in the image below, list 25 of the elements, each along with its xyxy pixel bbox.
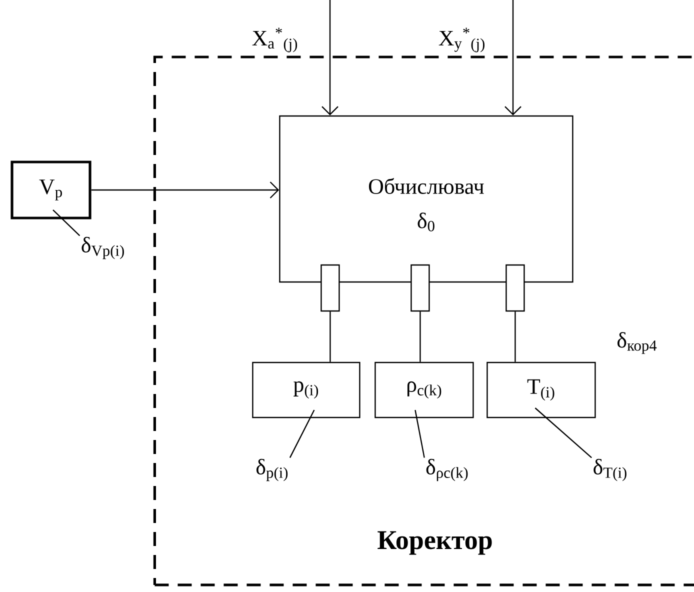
leader-line — [414, 410, 425, 458]
edge-label: X$_{a}$*(j) — [252, 28, 298, 52]
connector-line — [420, 312, 421, 362]
connector-line — [330, 312, 331, 362]
error-label: δ$_{кор4}$ — [618, 332, 657, 354]
error-label: δ$_{ρc(k)}$ — [426, 458, 468, 482]
connector-box — [320, 264, 340, 312]
arrow — [322, 0, 338, 116]
block-box: ρ$_{c(k)}$ — [374, 362, 474, 418]
error-label: δ$_{T(i)}$ — [594, 458, 626, 482]
arrow — [91, 182, 280, 198]
leader-line — [289, 410, 315, 458]
block-box: p$_{(i)}$ — [252, 362, 360, 418]
block-box: T$_{(i)}$ — [486, 362, 596, 418]
block-box: Обчислювач δ$_{0}$ — [279, 115, 574, 283]
leader-line — [52, 210, 80, 236]
error-label: δ$_{Vp(i)}$ — [82, 236, 124, 260]
edge-label: X$_{y}$*(j) — [438, 28, 484, 52]
block-box: V$_{p}$ — [10, 160, 92, 220]
connector-box — [410, 264, 430, 312]
leader-line — [534, 408, 592, 458]
connector-box — [506, 264, 525, 312]
arrow — [504, 0, 522, 116]
error-label: δ$_{p(i)}$ — [256, 458, 288, 482]
connector-line — [514, 312, 516, 362]
